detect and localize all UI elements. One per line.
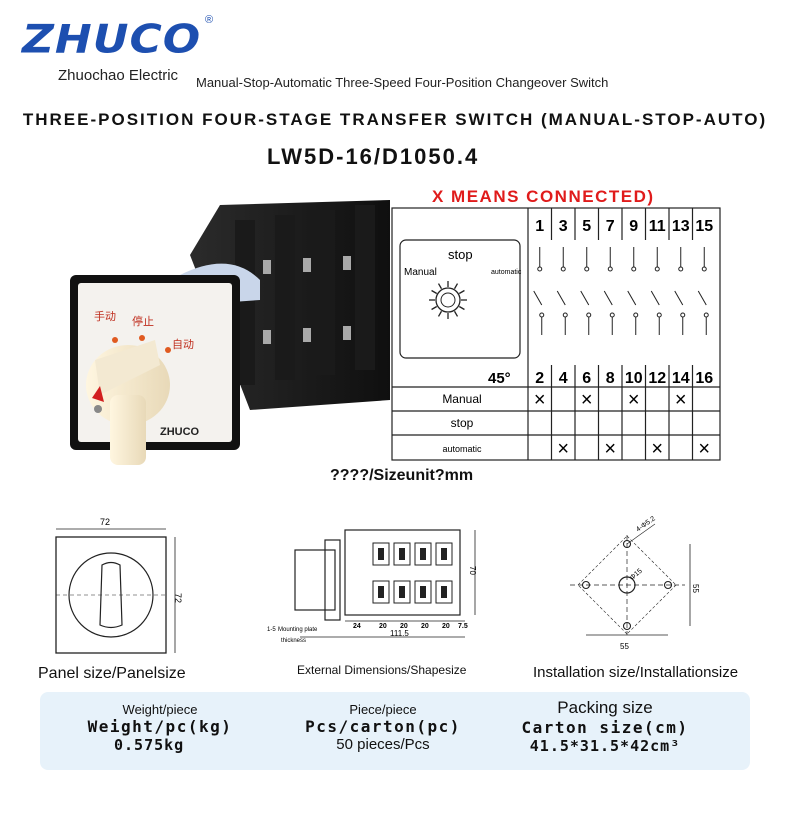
carton-label: Carton size(cm): [521, 718, 689, 737]
terminal-block: [414, 542, 432, 566]
terminal-top-13: 13: [672, 218, 690, 235]
photo-label-stop: 停止: [132, 314, 154, 328]
contact-symbol: [627, 247, 639, 335]
terminal-block: [393, 580, 411, 604]
row-label-stop: stop: [451, 416, 474, 430]
contact-symbol: [650, 247, 662, 335]
connected-mark: ×: [557, 438, 569, 460]
terminal-bottom-8: 8: [606, 370, 615, 387]
row-label-automatic: automatic: [442, 444, 482, 454]
terminal-top-1: 1: [535, 218, 544, 235]
page-title: THREE-POSITION FOUR-STAGE TRANSFER SWITC…: [22, 110, 768, 129]
plate-note-thickness: thickness: [281, 638, 306, 644]
piece-block: Piece/piece Pcs/carton(pc) 50 pieces/Pcs: [298, 702, 468, 753]
weight-value: 0.575kg: [114, 736, 185, 754]
weight-head: Weight/piece: [122, 702, 198, 717]
connected-mark: ×: [651, 438, 663, 460]
terminal-top-11: 11: [649, 218, 666, 235]
connected-mark: ×: [534, 389, 546, 411]
angle-label: 45°: [488, 370, 511, 387]
brand-logo: ZHUCO: [22, 16, 202, 63]
dial-label-stop: stop: [448, 247, 473, 262]
segment-label: 20: [421, 623, 429, 630]
photo-label-manual: 手动: [94, 309, 116, 323]
connection-note: X MEANS CONNECTED): [432, 187, 655, 206]
dial-icon: [429, 281, 467, 319]
terminal-bottom-2: 2: [535, 370, 544, 387]
contact-symbol: [697, 247, 709, 335]
segment-label: 7.5: [458, 623, 468, 630]
packing-info: Weight/piece Weight/pc(kg) 0.575kg Piece…: [40, 692, 750, 770]
segment-label: 20: [442, 623, 450, 630]
contact-symbol: [556, 247, 568, 335]
terminal-top-9: 9: [629, 218, 638, 235]
carton-block: Packing size Carton size(cm) 41.5*31.5*4…: [495, 698, 715, 755]
plate-note-label: Mounting plate: [278, 627, 318, 633]
terminal-bottom-14: 14: [672, 370, 690, 387]
install-center-label: Φ15: [629, 568, 644, 582]
piece-head: Piece/piece: [349, 702, 417, 717]
terminal-bottom-10: 10: [625, 370, 643, 387]
segment-label: 24: [353, 623, 361, 630]
external-caption: External Dimensions/Shapesize: [297, 663, 467, 677]
terminal-block: [372, 580, 390, 604]
terminal-block: [435, 542, 453, 566]
carton-head: Packing size: [557, 698, 653, 717]
terminal-top-15: 15: [695, 218, 713, 235]
terminal-block: [393, 542, 411, 566]
size-unit-note: ????/Sizeunit?mm: [330, 467, 474, 484]
external-drawing: 70 24 20 20 20 20 7.5 111.5 1-5 Mounting plat…: [267, 529, 477, 644]
terminal-top-5: 5: [582, 218, 591, 235]
segment-label: 20: [379, 623, 387, 630]
segment-label: 20: [400, 623, 408, 630]
install-width-label: 55: [620, 642, 629, 651]
dial-box: [399, 239, 521, 359]
terminal-block: [435, 580, 453, 604]
panel-caption: Panel size/Panelsize: [38, 665, 186, 682]
piece-label: Pcs/carton(pc): [305, 717, 461, 736]
model-number: LW5D-16/D1050.4: [267, 144, 480, 169]
piece-value: 50 pieces/Pcs: [336, 736, 430, 753]
weight-block: Weight/piece Weight/pc(kg) 0.575kg: [60, 702, 260, 754]
terminal-block: [372, 542, 390, 566]
dial-label-automatic: automatic: [491, 269, 522, 276]
photo-brand: ZHUCO: [160, 426, 200, 438]
product-photo: 手动 停止 自动 ZHUCO: [70, 200, 390, 465]
panel-height-label: 72: [173, 593, 183, 603]
terminal-bottom-16: 16: [695, 370, 713, 387]
panel-width-label: 72: [100, 517, 110, 527]
carton-value: 41.5*31.5*42cm³: [529, 737, 681, 755]
plate-note-range: 1-5: [267, 627, 276, 633]
connected-mark: ×: [581, 389, 593, 411]
contact-symbol: [580, 247, 592, 335]
contact-symbol: [603, 247, 615, 335]
registered-mark: ®: [205, 14, 214, 26]
connected-mark: ×: [604, 438, 616, 460]
install-caption: Installation size/Installationsize: [533, 664, 739, 681]
contact-symbol: [674, 247, 686, 335]
contact-symbol: [533, 247, 545, 335]
external-total-label: 111.5: [390, 629, 409, 638]
install-height-label: 55: [691, 584, 700, 593]
photo-label-auto: 自动: [172, 338, 194, 351]
panel-drawing: 72 72: [55, 517, 183, 654]
company-name: Zhuochao Electric: [58, 67, 179, 84]
terminal-bottom-6: 6: [582, 370, 591, 387]
dial-label-manual: Manual: [404, 267, 437, 278]
install-drawing: 4-Φ5.2 Φ15 55 55: [570, 515, 700, 651]
terminal-bottom-12: 12: [648, 370, 666, 387]
terminal-top-3: 3: [559, 218, 568, 235]
terminal-block: [414, 580, 432, 604]
weight-label: Weight/pc(kg): [87, 717, 233, 736]
connected-mark: ×: [698, 438, 710, 460]
external-height-label: 70: [468, 566, 477, 575]
terminal-top-7: 7: [606, 218, 615, 235]
connected-mark: ×: [628, 389, 640, 411]
selector-knob: [86, 340, 170, 465]
connected-mark: ×: [675, 389, 687, 411]
product-tagline: Manual-Stop-Automatic Three-Speed Four-P…: [196, 75, 609, 90]
terminal-bottom-4: 4: [559, 370, 568, 387]
row-label-Manual: Manual: [442, 392, 481, 406]
